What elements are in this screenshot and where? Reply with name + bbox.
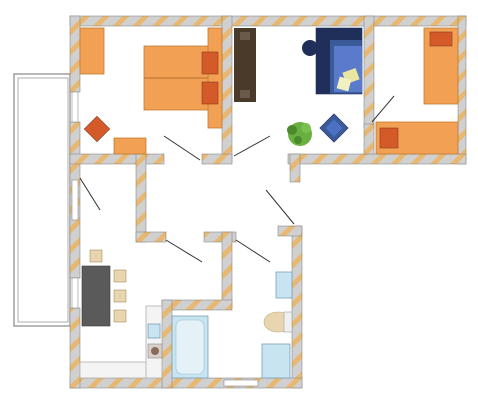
bedroom-furniture [79, 27, 223, 155]
wall-right-upper [457, 15, 467, 165]
wall-bath-left-lower [161, 299, 173, 389]
wall-bath-top [161, 299, 233, 311]
balcony-outline [13, 73, 71, 327]
wall-bath-right-stub [277, 225, 303, 237]
toilet-icon [263, 311, 293, 333]
side-table-bedroom [113, 137, 147, 155]
wardrobe-bedroom [79, 27, 105, 75]
wall-hall-kitchen-left [135, 231, 167, 243]
bathroom-furniture [171, 271, 293, 379]
wall-bed-living [221, 15, 233, 163]
window-kitchen-left [71, 277, 79, 309]
children-furniture [375, 27, 459, 155]
door-entrance [265, 189, 295, 225]
door-hall-left [79, 177, 101, 211]
wall-right-lower [291, 225, 303, 389]
wall-left-upper [69, 15, 81, 93]
walls [69, 15, 467, 389]
sink-icon [147, 323, 161, 339]
wall-step-stub [289, 153, 301, 183]
single-bed-bottom-icon [375, 121, 459, 155]
window-hall-left [71, 179, 79, 221]
wall-bottom [69, 377, 303, 389]
chair-top [89, 249, 103, 263]
dining-table-icon [81, 265, 111, 327]
window-bedroom-left [71, 91, 79, 123]
single-bed-top-icon [423, 27, 459, 105]
wall-hall-kitchen-right [203, 231, 237, 243]
balcony-inner-outline [17, 77, 69, 323]
wall-children-door-stub [363, 123, 375, 155]
stove-icon [147, 343, 163, 359]
wall-top [69, 15, 467, 27]
armchair-living-icon [319, 113, 349, 143]
wall-right-step [287, 153, 467, 165]
wall-bedroom-bottom-right [201, 153, 233, 165]
wall-bath-left [221, 231, 233, 309]
washbasin-icon [275, 271, 293, 299]
wall-bedroom-bottom-left [69, 153, 165, 165]
cushion-icon [302, 40, 360, 92]
chair-right-1 [113, 269, 127, 283]
window-bathroom-bottom [223, 379, 259, 387]
doors [79, 95, 395, 263]
plant-icon [287, 122, 312, 146]
shower-icon [261, 343, 291, 379]
shelf-icon [234, 28, 256, 102]
wall-left-lower [69, 307, 81, 389]
chair-right-3 [113, 309, 127, 323]
door-bathroom [235, 239, 271, 263]
wall-hall-divider [135, 153, 147, 243]
door-kitchen [165, 239, 203, 263]
armchair-icon [83, 115, 111, 143]
bathtub-icon [171, 315, 209, 379]
door-living [233, 135, 271, 157]
chair-right-2 [113, 289, 127, 303]
door-children [371, 95, 395, 123]
living-furniture [234, 27, 363, 146]
balcony [13, 73, 71, 327]
windows [71, 91, 259, 387]
door-bedroom [163, 135, 201, 161]
wall-living-children-top [363, 15, 375, 129]
double-bed-icon [143, 27, 223, 129]
kitchen-furniture [79, 249, 163, 379]
